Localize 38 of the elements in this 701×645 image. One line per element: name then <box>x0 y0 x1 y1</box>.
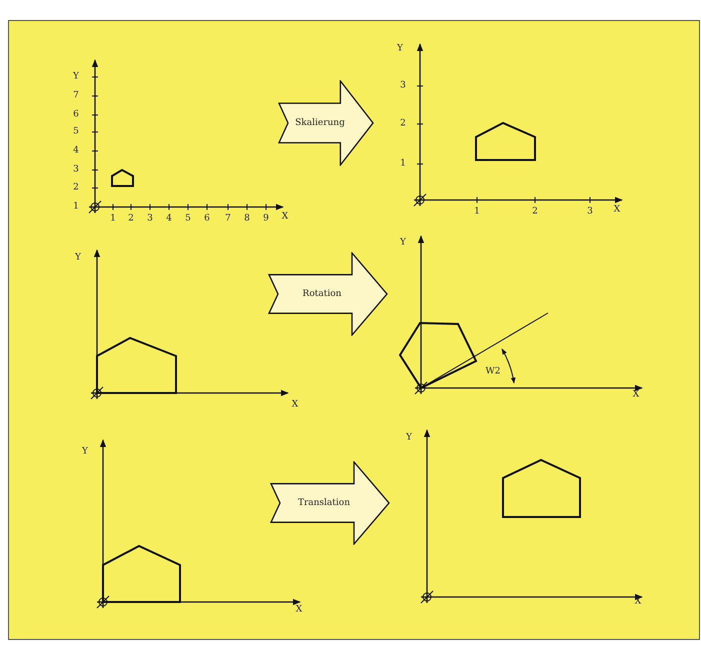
tick-label: 3 <box>73 166 79 174</box>
arrow-label: Translation <box>296 498 352 508</box>
arrow-label: Skalierung <box>294 118 346 128</box>
tick-label: 4 <box>73 146 79 156</box>
tick-label: 5 <box>73 128 79 136</box>
arrow-label: Rotation <box>302 289 342 299</box>
axis-label: X <box>292 400 298 410</box>
axis-label: Y <box>400 238 406 248</box>
tick-label: 3 <box>587 208 593 216</box>
tick-label: 1 <box>110 214 116 224</box>
tick-label: 1 <box>474 208 480 216</box>
tick-label: 9 <box>263 214 269 224</box>
tick-label: 2 <box>532 208 538 216</box>
axis-label: X <box>614 206 620 214</box>
tick-label: 3 <box>147 214 153 224</box>
tick-label: 3 <box>400 82 406 90</box>
axis-label: X <box>296 606 302 614</box>
tick-label: 2 <box>128 214 134 224</box>
axis-label: Y <box>82 448 88 456</box>
tick-label: 2 <box>73 184 79 192</box>
tick-label: 2 <box>400 120 406 128</box>
tick-label: 1 <box>73 202 79 212</box>
axis-label: X <box>632 390 640 400</box>
axis-label: Y <box>406 434 412 442</box>
tick-label: 5 <box>185 214 191 224</box>
tick-label: 6 <box>73 110 79 120</box>
axis-label: X <box>282 212 288 222</box>
tick-label: 7 <box>73 92 79 100</box>
angle-label: W2 <box>486 368 500 376</box>
axis-label: Y <box>397 44 403 54</box>
axis-label: Y <box>75 254 81 262</box>
tick-label: 8 <box>244 214 250 224</box>
axis-label: X <box>634 598 642 606</box>
tick-label: 4 <box>166 214 172 224</box>
tick-label: 7 <box>225 214 231 224</box>
tick-label: 6 <box>204 214 210 224</box>
axis-label: Y <box>73 72 79 82</box>
tick-label: 1 <box>400 160 406 168</box>
